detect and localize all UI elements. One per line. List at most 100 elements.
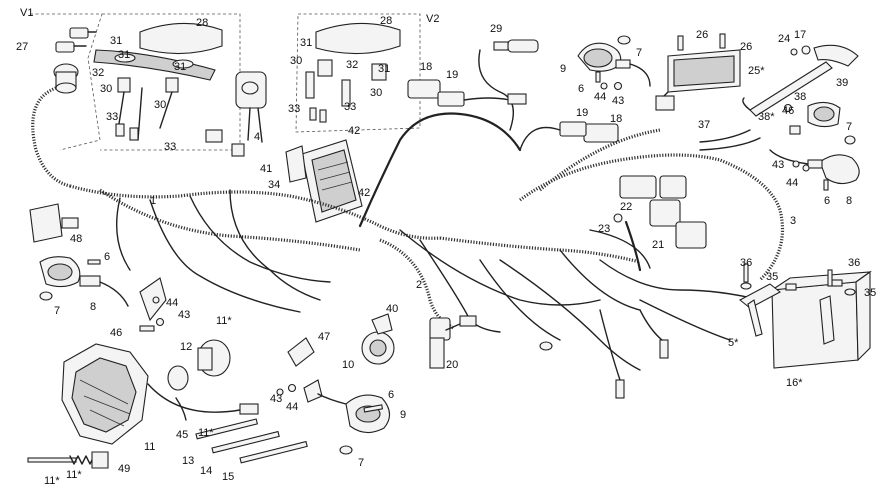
label-4: 4 xyxy=(254,131,260,143)
label-29: 29 xyxy=(490,23,502,35)
label-7b: 7 xyxy=(846,121,852,133)
cdi-module xyxy=(655,33,741,111)
horn xyxy=(361,313,395,365)
label-44b: 44 xyxy=(786,177,798,189)
relay-18-left xyxy=(407,79,527,107)
battery-bracket xyxy=(739,283,835,345)
rear-harness xyxy=(479,128,785,371)
label-28a: 28 xyxy=(196,17,208,29)
label-36a: 36 xyxy=(740,257,752,269)
battery xyxy=(771,270,872,369)
label-18a: 18 xyxy=(420,61,432,73)
label-7d: 7 xyxy=(358,457,364,469)
label-40: 40 xyxy=(386,303,398,315)
bulb-12 xyxy=(167,339,231,391)
label-33c: 33 xyxy=(288,103,300,115)
label-43d: 43 xyxy=(270,393,282,405)
battery-bolt-36-left xyxy=(743,263,749,283)
cable-tie-13 xyxy=(195,418,259,440)
label-8a: 8 xyxy=(846,195,852,207)
label-30b: 30 xyxy=(154,99,166,111)
screw-6-left xyxy=(87,259,101,265)
label-31c: 31 xyxy=(174,61,186,73)
label-44a: 44 xyxy=(594,91,606,103)
label-31e: 31 xyxy=(378,63,390,75)
label-31d: 31 xyxy=(300,37,312,49)
screw-6-right xyxy=(823,179,829,191)
label-1: 1 xyxy=(150,195,156,207)
label-22: 22 xyxy=(620,201,632,213)
label-6b: 6 xyxy=(824,195,830,207)
label-7c: 7 xyxy=(54,305,60,317)
label-8b: 8 xyxy=(90,301,96,313)
label-10: 10 xyxy=(342,359,354,371)
label-6c: 6 xyxy=(104,251,110,263)
connector-48 xyxy=(61,217,79,229)
label-30a: 30 xyxy=(100,83,112,95)
label-46b: 46 xyxy=(110,327,122,339)
callout-labels: V1 V2 28 28 27 31 31 31 31 32 32 30 30 3… xyxy=(16,7,876,487)
label-11b: 11 xyxy=(144,441,155,453)
nut-7-bottom xyxy=(339,445,353,455)
nut-7-left xyxy=(39,291,53,301)
ignition-key-switch xyxy=(31,27,97,188)
starter-relay xyxy=(619,175,707,249)
clip-49 xyxy=(91,451,109,469)
taillight-38 xyxy=(807,101,841,128)
washer-44-center xyxy=(287,383,297,393)
label-42b: 42 xyxy=(358,187,370,199)
label-47: 47 xyxy=(318,331,330,343)
label-39: 39 xyxy=(836,77,848,89)
turn-signal-front-left xyxy=(39,256,129,307)
label-32b: 32 xyxy=(346,59,358,71)
screw-6-top xyxy=(595,71,601,83)
label-26b: 26 xyxy=(740,41,752,53)
nut-7-top xyxy=(617,35,631,45)
turn-signal-front-right xyxy=(577,42,651,87)
bracket-46-left xyxy=(139,277,167,322)
nut-7-right xyxy=(844,135,856,145)
label-24: 24 xyxy=(778,33,790,45)
bracket-center xyxy=(303,379,323,403)
turn-signal-front-left-bottom xyxy=(317,393,391,434)
spark-plug-1 xyxy=(615,379,625,399)
nut-43-center xyxy=(276,388,284,396)
label-49: 49 xyxy=(118,463,130,475)
label-16: 16* xyxy=(786,377,803,389)
cable-tie-15 xyxy=(239,440,308,464)
label-30c: 30 xyxy=(290,55,302,67)
handlebar-switch xyxy=(205,71,267,157)
connector-29 xyxy=(478,39,539,131)
label-38a: 38 xyxy=(794,91,806,103)
label-6d: 6 xyxy=(388,389,394,401)
label-35b: 35 xyxy=(864,287,876,299)
label-19a: 19 xyxy=(446,69,458,81)
cable-tie-14 xyxy=(211,430,280,454)
label-7a: 7 xyxy=(636,47,642,59)
label-14: 14 xyxy=(200,465,212,477)
nut-43-right xyxy=(792,160,800,168)
label-11e: 11* xyxy=(66,469,82,481)
label-v2: V2 xyxy=(426,13,439,25)
label-v1: V1 xyxy=(20,7,33,19)
label-23: 23 xyxy=(598,223,610,235)
label-13: 13 xyxy=(182,455,194,467)
washer-44-top xyxy=(600,82,608,90)
label-11d: 11* xyxy=(44,475,60,487)
rear-light-bracket xyxy=(742,44,859,117)
dashboard-housing-v1 xyxy=(93,22,223,141)
bolt-11-bottom xyxy=(27,457,77,463)
spark-plug-2 xyxy=(659,339,669,359)
label-33b: 33 xyxy=(164,141,176,153)
dashboard-housing-v2 xyxy=(305,22,401,123)
label-2: 2 xyxy=(416,279,422,291)
battery-nut-35-right xyxy=(844,288,856,296)
label-11c: 11* xyxy=(198,427,214,439)
label-9b: 9 xyxy=(400,409,406,421)
ecu-unit xyxy=(285,139,363,223)
label-28b: 28 xyxy=(380,15,392,27)
label-46a: 46 xyxy=(782,105,794,117)
label-43b: 43 xyxy=(772,159,784,171)
